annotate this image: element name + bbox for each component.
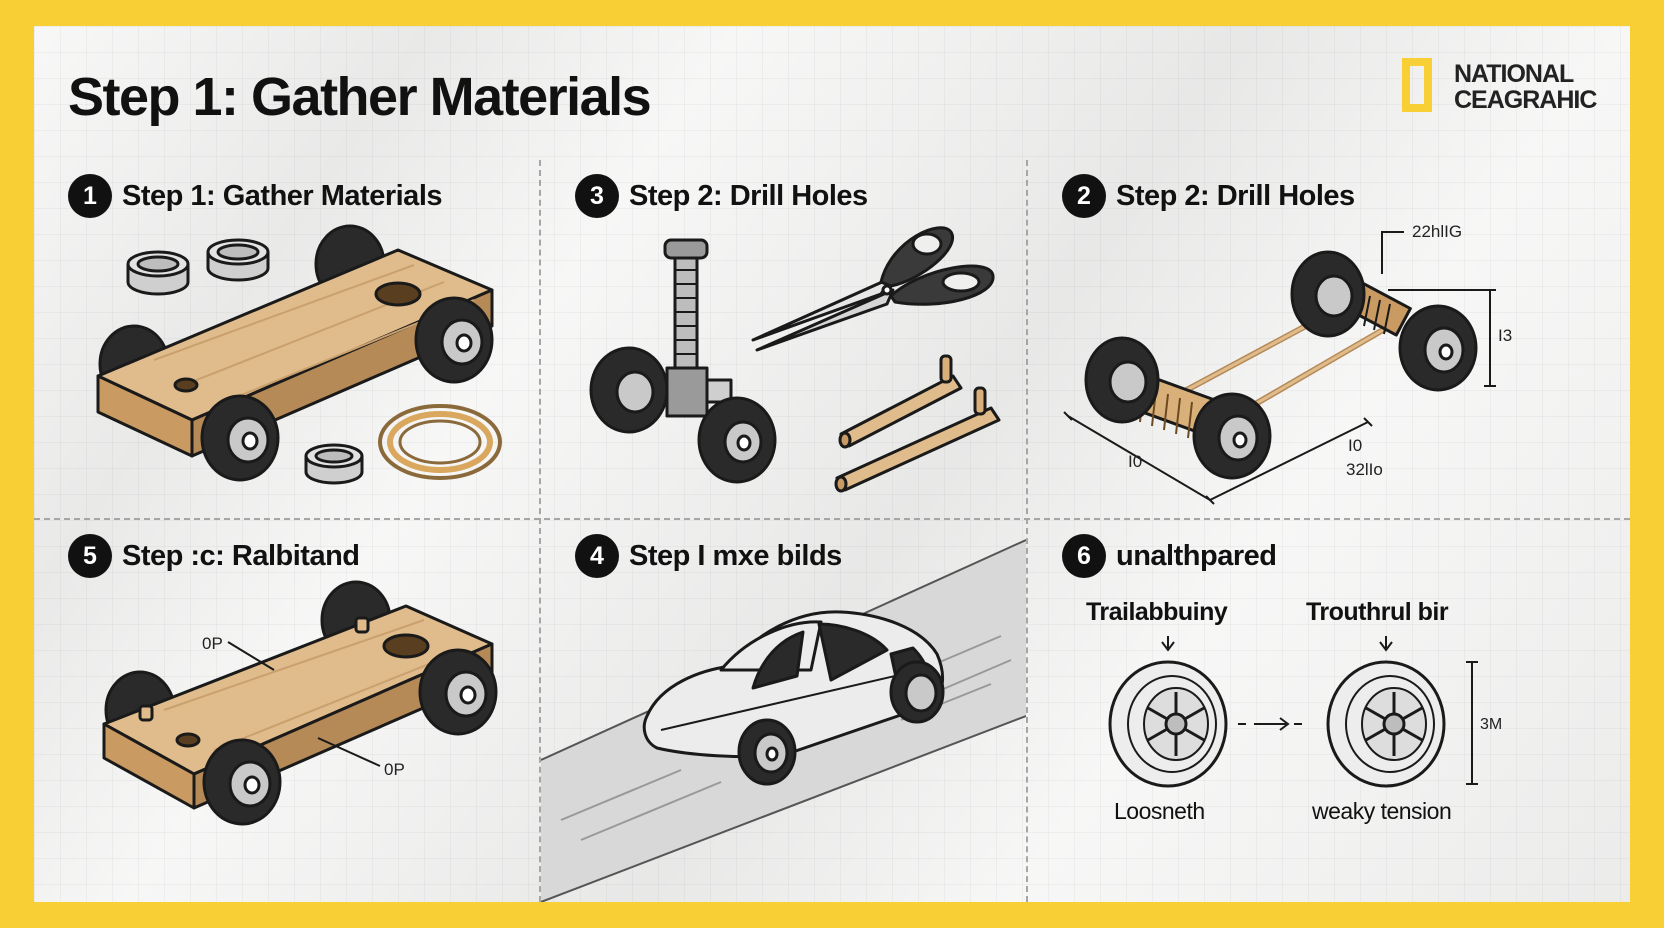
- step-number-badge: 2: [1062, 174, 1106, 218]
- dimension-label: 3M: [1480, 716, 1503, 733]
- step-heading: 6 unalthpared: [1062, 534, 1277, 578]
- wooden-block-car: [96, 224, 494, 482]
- step-heading: 2 Step 2: Drill Holes: [1062, 174, 1355, 218]
- step-heading: 1 Step 1: Gather Materials: [68, 174, 443, 218]
- dimension-lines: [1466, 661, 1478, 785]
- dimension-label: 22hlIG: [1412, 222, 1463, 241]
- axle-wheel-assembly: [589, 238, 777, 484]
- wheel-top-label: Trouthrul bir: [1306, 598, 1449, 626]
- scissors-icon: [751, 226, 995, 352]
- panel-divider: [1026, 160, 1028, 902]
- dimension-label: I0: [1348, 436, 1363, 455]
- wheel-bottom-label: Loosneth: [1114, 798, 1205, 824]
- bottle-cap-icon: [126, 250, 190, 296]
- step-number-badge: 3: [575, 174, 619, 218]
- step-number-badge: 6: [1062, 534, 1106, 578]
- callout-label: 0P: [202, 634, 223, 653]
- motion-lines: [560, 635, 1012, 841]
- dimension-label: 32lIo: [1346, 460, 1383, 479]
- step-title: Step I mxe bilds: [629, 539, 842, 572]
- wheel-comparison-illustration: [1108, 636, 1478, 788]
- panel-step-test-drive: 4 Step I mxe bilds: [541, 520, 1026, 902]
- wheel-bottom-label: weaky tension: [1312, 798, 1452, 824]
- car-icon: [642, 610, 945, 786]
- step-title: Step 2: Drill Holes: [629, 179, 868, 212]
- panel-step-compare: 6 unalthpared Trailabbuiny Trouthrul bir: [1028, 520, 1630, 902]
- step-heading: 4 Step I mxe bilds: [575, 534, 842, 578]
- tools-illustration: [589, 226, 1001, 493]
- callout-label: 0P: [384, 760, 405, 779]
- panel-step-gather: 1 Step 1: Gather Materials: [34, 160, 539, 518]
- wheel-top-label: Trailabbuiny: [1086, 598, 1228, 626]
- step-heading: 5 Step :c: Ralbitand: [68, 534, 360, 578]
- logo-line-1: NATIONAL: [1454, 60, 1574, 88]
- brand-logo: NATIONAL CEAGRAHIC: [1402, 58, 1602, 128]
- step-number-badge: 1: [68, 174, 112, 218]
- wheel-icon: [1108, 660, 1228, 788]
- dimension-lines: [1063, 231, 1496, 505]
- logo-line-2: CEAGRAHIC: [1454, 86, 1597, 114]
- panel-divider: [539, 160, 541, 902]
- step-heading: 3 Step 2: Drill Holes: [575, 174, 868, 218]
- block-car-illustration: [102, 580, 498, 826]
- bottle-cap-icon: [206, 238, 270, 282]
- step-title: Step :c: Ralbitand: [122, 539, 360, 572]
- road-car-illustration: [541, 539, 1026, 902]
- panel-divider: [34, 518, 1630, 520]
- rubber-band-icon: [378, 404, 502, 480]
- step-number-badge: 5: [68, 534, 112, 578]
- materials-illustration: [96, 224, 502, 485]
- step-number-badge: 4: [575, 534, 619, 578]
- step-title: Step 1: Gather Materials: [122, 179, 443, 212]
- axle-dimension-illustration: [1063, 231, 1496, 505]
- bottle-cap-icon: [304, 443, 364, 485]
- paper-sheet: Step 1: Gather Materials NATIONAL CEAGRA…: [34, 26, 1630, 902]
- wheel-icon: [1326, 660, 1446, 788]
- panel-step-drill-dimensions: 2 Step 2: Drill Holes: [1028, 160, 1630, 518]
- panel-step-drill-tools: 3 Step 2: Drill Holes: [541, 160, 1026, 518]
- step-title: unalthpared: [1116, 539, 1277, 572]
- dimension-label: I0: [1128, 452, 1143, 471]
- panel-step-rubber-band: 5 Step :c: Ralbitand: [34, 520, 539, 902]
- page-title: Step 1: Gather Materials: [68, 67, 652, 127]
- dimension-label: I3: [1498, 326, 1513, 345]
- step-title: Step 2: Drill Holes: [1116, 179, 1355, 212]
- arrow-right-icon: [1238, 717, 1302, 731]
- dowel-icon: [834, 354, 1001, 493]
- logo-frame-icon: [1402, 58, 1432, 112]
